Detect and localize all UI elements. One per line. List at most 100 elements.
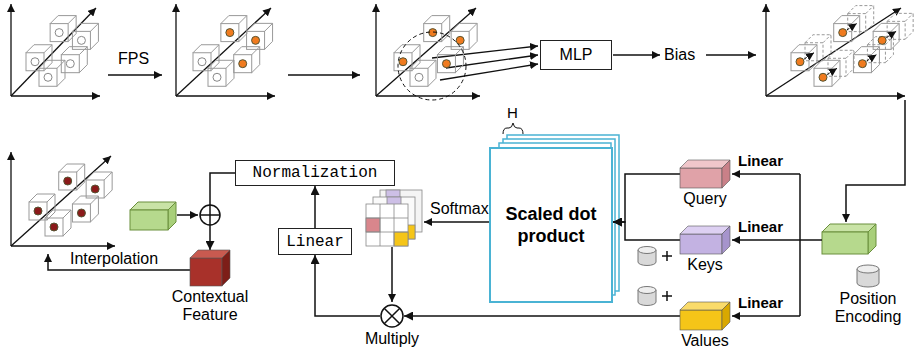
- connector: [315, 255, 380, 316]
- node-label: Scaled dot product: [491, 203, 611, 247]
- node-label: Contextual Feature: [165, 286, 255, 324]
- flow-arrow: [288, 74, 360, 76]
- wire: [732, 173, 800, 175]
- voxel: [814, 60, 840, 86]
- voxel: [208, 60, 234, 86]
- voxel: [234, 47, 260, 73]
- axis: [11, 8, 96, 96]
- point-cloud-plot: [11, 4, 100, 96]
- position-encoding: Position Encoding: [856, 264, 880, 288]
- point: [252, 36, 260, 44]
- voxel: [887, 13, 913, 39]
- multiply-symbol: Multiply: [380, 304, 404, 328]
- voxel: [410, 68, 428, 86]
- point: [77, 36, 85, 44]
- point: [213, 73, 221, 81]
- flow-arrow: [846, 100, 905, 222]
- brace: [503, 123, 523, 134]
- voxel: [873, 23, 899, 49]
- layer-label: Linear: [738, 152, 783, 169]
- voxel: [72, 204, 90, 222]
- voxel: [834, 16, 860, 42]
- point: [878, 36, 886, 44]
- point: [456, 36, 464, 44]
- voxel: [791, 45, 817, 71]
- value-vector: Values: [680, 302, 730, 330]
- flow-arrow: [424, 221, 494, 223]
- norm-box: Normalization: [235, 160, 395, 186]
- feature-vector: [130, 202, 176, 230]
- voxel: [59, 164, 85, 190]
- point: [198, 58, 206, 66]
- voxel: [887, 21, 905, 39]
- point: [34, 207, 42, 215]
- point: [819, 73, 827, 81]
- wire: [732, 315, 800, 317]
- annotation: FPS: [118, 50, 149, 68]
- voxel: [867, 45, 885, 63]
- context-feature: Contextual Feature: [190, 250, 230, 286]
- node-label: Multiply: [365, 328, 419, 348]
- voxel: [394, 53, 412, 71]
- voxel: [45, 218, 63, 236]
- point: [399, 58, 407, 66]
- node-label: Query: [683, 188, 727, 208]
- voxel: [853, 55, 871, 73]
- voxel: [50, 24, 68, 42]
- voxel: [29, 202, 47, 220]
- voxel: [814, 68, 832, 86]
- flow-arrow: [108, 74, 162, 76]
- voxel: [72, 196, 98, 222]
- voxel: [410, 60, 436, 86]
- axis: [10, 4, 11, 96]
- voxel: [247, 23, 273, 49]
- add-symbol: [200, 205, 220, 225]
- node-label: Keys: [687, 254, 723, 274]
- point-cloud-plot: [376, 4, 480, 100]
- node-label: Linear: [286, 233, 344, 251]
- point: [64, 177, 72, 185]
- axis: [176, 8, 271, 96]
- connector: [404, 315, 680, 317]
- wire: [800, 239, 822, 241]
- point: [91, 185, 99, 193]
- voxel: [234, 55, 252, 73]
- voxel: [193, 45, 219, 71]
- annotation: Softmax: [430, 200, 489, 218]
- voxel: [221, 24, 239, 42]
- axis: [765, 4, 766, 96]
- connector: [613, 222, 680, 240]
- point: [226, 29, 234, 37]
- voxel: [848, 14, 866, 32]
- wire: [732, 239, 800, 241]
- axis: [376, 95, 480, 96]
- query-vector: Query: [680, 160, 730, 188]
- annotation: Bias: [664, 46, 695, 64]
- voxel: [828, 58, 846, 76]
- node-label: MLP: [560, 46, 593, 64]
- voxel: [424, 16, 450, 42]
- node-label: Normalization: [253, 164, 378, 182]
- flow-arrow: [706, 54, 756, 56]
- point-cloud-plot: [766, 4, 913, 96]
- key-vector: Keys: [680, 226, 730, 254]
- neighbourhood-circle: [398, 32, 466, 100]
- attention-box: Scaled dot product: [489, 147, 613, 303]
- axis: [10, 152, 11, 246]
- voxel: [39, 68, 57, 86]
- voxel: [247, 31, 265, 49]
- node-label: Position Encoding: [828, 288, 908, 326]
- point: [66, 60, 74, 68]
- wire: [799, 174, 801, 316]
- point: [55, 29, 63, 37]
- point-cloud-plot: [11, 152, 115, 246]
- connector: [613, 174, 680, 222]
- plus-sign: [662, 251, 672, 301]
- flow-arrow: [177, 214, 198, 216]
- voxel: [828, 50, 854, 76]
- attention-matrix: [366, 190, 422, 246]
- axis: [11, 95, 100, 96]
- point-cloud-plot: [176, 4, 275, 96]
- shape-outline: [190, 250, 230, 286]
- shape-outline: [680, 160, 730, 188]
